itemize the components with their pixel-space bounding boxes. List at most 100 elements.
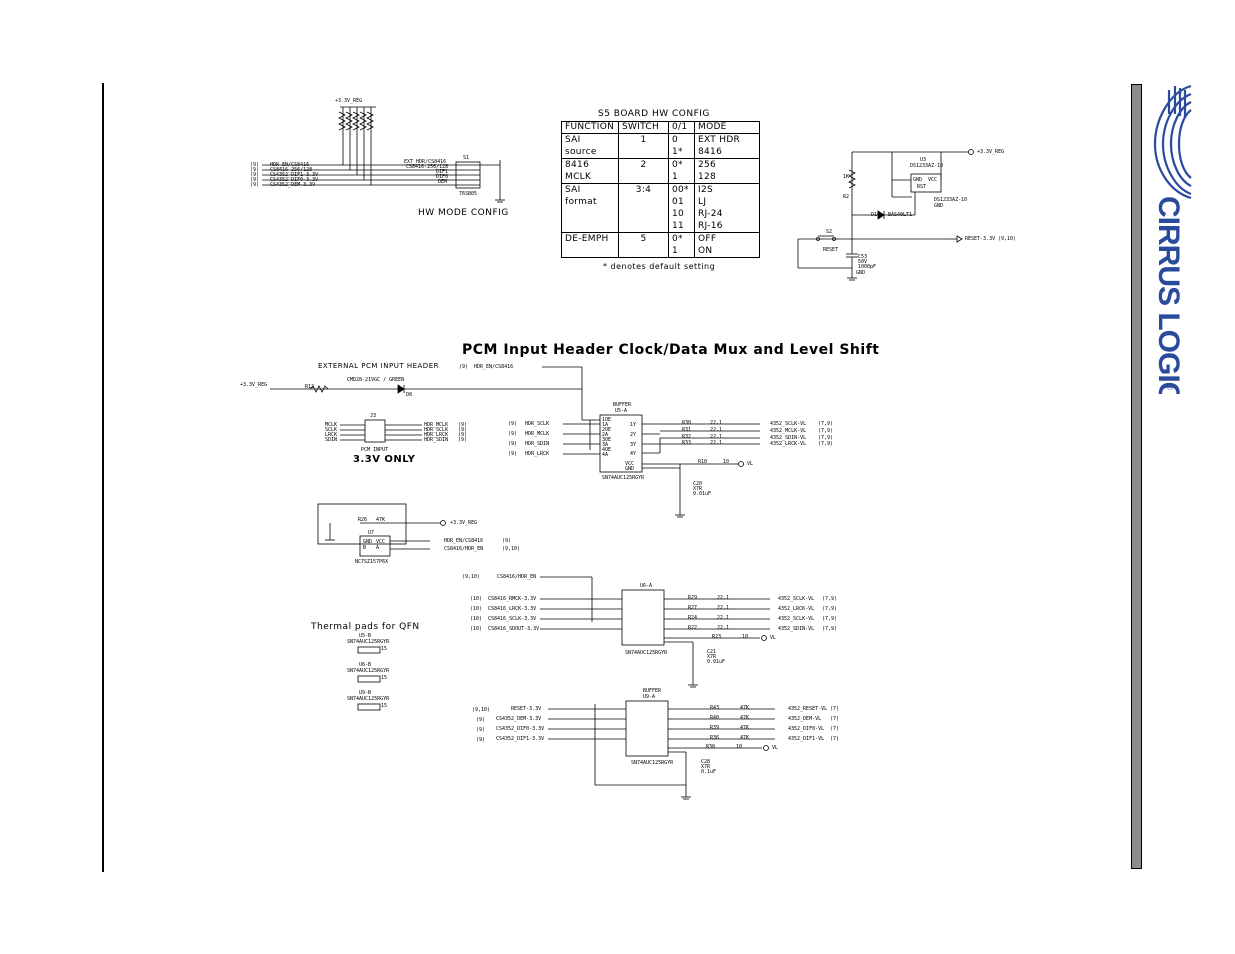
thermal-pad-part: SN74AUC125RGYR <box>347 639 390 645</box>
cirrus-logic-logo: CIRRUS LOGIC ® <box>1152 84 1192 394</box>
row-function: 8416 MCLK <box>561 158 619 184</box>
b1-out-name: 4352_SCLK-VL <box>770 421 807 427</box>
row-switch: 1 <box>618 133 669 159</box>
b2-out-name: 4352_SCLK-VL <box>778 596 815 602</box>
b2-vcc-val: 10 <box>742 634 749 640</box>
mode: EXT HDR <box>698 135 741 145</box>
u7-ref: U7 <box>368 530 375 536</box>
u7-pin: VCC <box>376 539 386 545</box>
b2-in-name: CS8416_LRCK-3.3V <box>488 606 537 612</box>
b1-cap-size: 0.01uF <box>693 491 712 497</box>
b1-part: SN74AUC125RGYR <box>602 475 645 481</box>
thermal-pad-part: SN74AUC125RGYR <box>347 696 390 702</box>
b2-cap-val: X7R <box>707 654 717 660</box>
b1-vcc-val: 10 <box>723 459 730 465</box>
b3-out-val: 47K <box>740 725 750 731</box>
hw-net-ref: (9) <box>250 177 260 183</box>
reset-diode-part: BAS40LT1 <box>888 212 913 218</box>
b3-out-r: R40 <box>710 715 720 721</box>
mode: I2S <box>698 185 713 195</box>
b2-cap-size: 0.01uF <box>707 659 726 665</box>
hw-switch-net: DIF0 <box>436 174 449 180</box>
u7-pin: GND <box>363 539 373 545</box>
header-switch: SWITCH <box>618 121 669 134</box>
value: 0* <box>672 160 683 170</box>
header-value: 0/1 <box>668 121 695 134</box>
b3-in-name: CS4352_DEM-3.3V <box>496 716 542 722</box>
b1-pin: 2Y <box>630 432 637 438</box>
ext-header-label: EXTERNAL PCM INPUT HEADER <box>318 362 439 370</box>
b3-in-ref: (9) <box>476 727 486 733</box>
b2-out-r: R27 <box>688 605 698 611</box>
led-resistor: R12 <box>305 384 315 390</box>
b3-out-val: 47K <box>740 705 750 711</box>
hw-net-name: CS4352_DEM-3.3V <box>270 182 316 188</box>
j3-net: HDR_SCLK <box>424 427 449 433</box>
page-title: PCM Input Header Clock/Data Mux and Leve… <box>462 342 880 358</box>
j3-signal: SCLK <box>325 427 338 433</box>
row-function: SAI format <box>561 183 619 233</box>
u7-pin: A <box>376 545 380 551</box>
b1-pin: 4A <box>602 452 609 458</box>
hw-mode-config-label: HW MODE CONFIG <box>418 208 509 218</box>
led-part: CMD28-21VGC / GREEN <box>347 377 405 383</box>
b3-out-name: 4352_DIF1-VL <box>788 736 825 742</box>
thermal-pad-pin: 15 <box>381 703 388 709</box>
reset-cap-ref: C53 <box>858 254 868 260</box>
hw-supply-label: +3.3V_REG <box>335 98 363 104</box>
b3-out-ref: (7) <box>830 706 840 712</box>
config-table-header: FUNCTION SWITCH 0/1 MODE <box>561 121 760 134</box>
reset-ic-ref: U3 <box>920 157 927 163</box>
hw-switch-net: DEM <box>438 179 448 185</box>
page-border-left <box>102 83 104 872</box>
b1-pin: 2OE <box>602 427 612 433</box>
b2-vl: VL <box>770 635 777 641</box>
j3-net: HDR_SDIN <box>424 437 449 443</box>
hdr-en-ref: (9) <box>459 364 469 370</box>
b3-out-name: 4352_RESET-VL <box>788 706 828 712</box>
u7-pin: B <box>363 545 367 551</box>
b1-pin: 4OE <box>602 447 612 453</box>
value: 0 <box>672 135 679 145</box>
b1-out-name: 4352_SDIN-VL <box>770 435 807 441</box>
b2-out-r: R22 <box>688 625 698 631</box>
u7-r-val: 47K <box>376 517 386 523</box>
hw-switch-part: 76SB05 <box>459 191 478 197</box>
reset-supply-label: +3.3V_REG <box>977 149 1005 155</box>
b3-vl: VL <box>772 745 779 751</box>
b3-out-ref: (7) <box>830 726 840 732</box>
buffer1-ref: U5-A <box>615 408 628 414</box>
b1-out-r: R32 <box>682 434 692 440</box>
reset-switch-ref: S2 <box>826 229 833 235</box>
u7-out1: HDR_EN/CS8416 <box>444 538 484 544</box>
b2-in-ref: (10) <box>470 616 483 622</box>
u7-out2-ref: (9,10) <box>502 546 521 552</box>
b1-in-ref: (9) <box>508 431 518 437</box>
b1-pin: 2A <box>602 432 609 438</box>
b2-in-name: CS8416_RMCK-3.3V <box>488 596 537 602</box>
hw-net-name: HDR_EN/CS8416 <box>270 162 310 168</box>
hw-net-name: CS4352_DIF0-3.3V <box>270 177 319 183</box>
b3-cap-ref: C28 <box>701 759 711 765</box>
reset-ic-pin: GND <box>913 177 923 183</box>
b1-in-name: HDR_LRCK <box>525 451 550 457</box>
b1-vcc-r: R10 <box>698 459 708 465</box>
b3-out-name: 4352_DIF0-VL <box>788 726 825 732</box>
b1-in-ref: (9) <box>508 421 518 427</box>
config-footnote: * denotes default setting <box>603 262 716 271</box>
thermal-pad-pin: 15 <box>381 675 388 681</box>
b1-pin: VCC <box>625 461 635 467</box>
b1-out-val: 22.1 <box>710 440 723 446</box>
row-switch: 3:4 <box>618 183 669 233</box>
b1-pin: 1Y <box>630 422 637 428</box>
b2-vcc-r: R23 <box>712 634 722 640</box>
hw-net-ref: (9) <box>250 182 260 188</box>
u7-out2: CS8416/HDR_EN <box>444 546 484 552</box>
b2-out-ref: (7,9) <box>822 626 838 632</box>
b1-out-r: R31 <box>682 427 692 433</box>
b3-cap-size: 0.1uF <box>701 769 717 775</box>
